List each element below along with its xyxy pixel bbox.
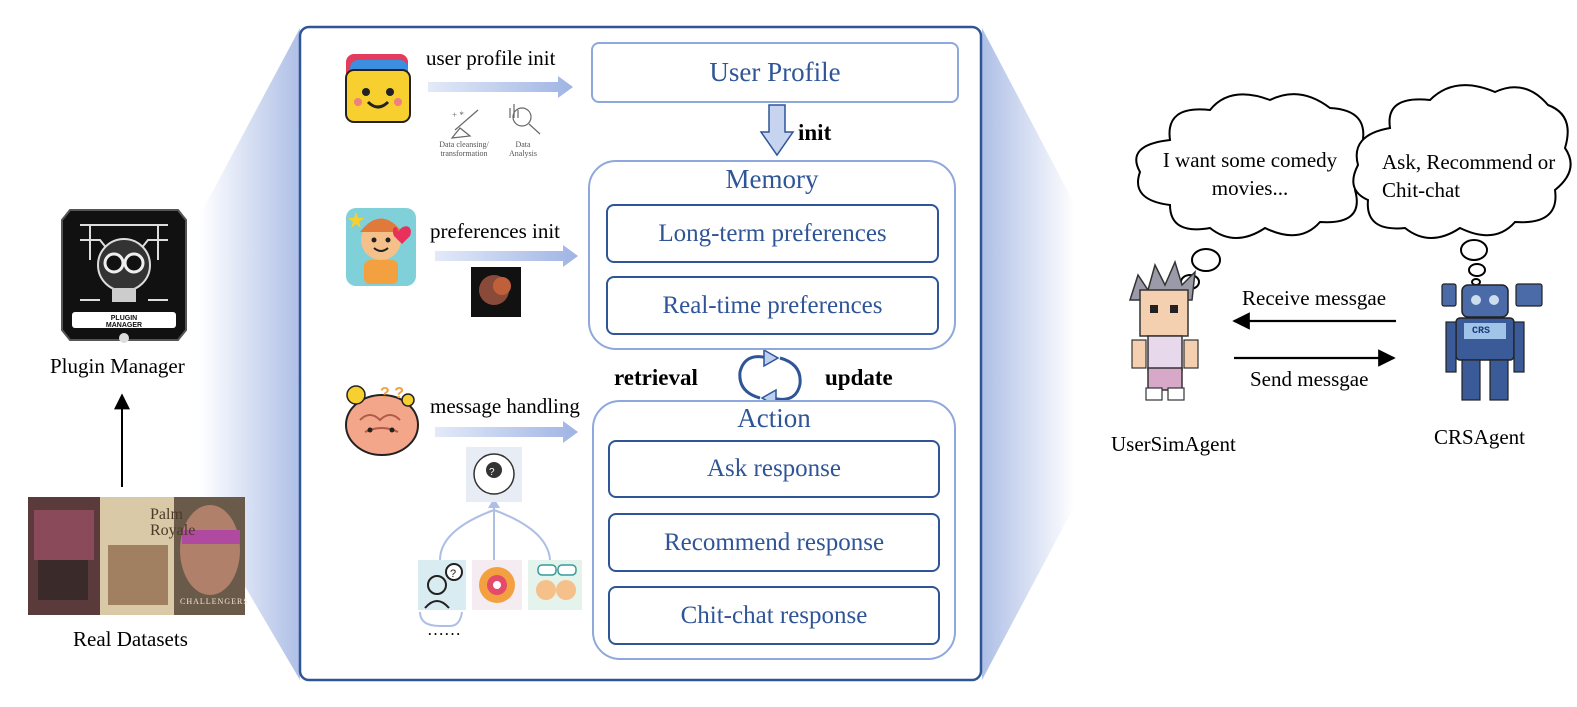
svg-text:?: ? <box>450 568 456 580</box>
robot-screen-text: CRS <box>1472 326 1491 337</box>
poster-title-challengers: CHALLENGERS <box>180 597 249 606</box>
user-profile-label: User Profile <box>709 57 841 87</box>
message-handling-thumbnail-image: ? <box>466 447 522 502</box>
update-label: update <box>825 365 893 390</box>
send-message-label: Send messgae <box>1250 367 1369 391</box>
init-label: init <box>798 120 832 145</box>
svg-text:? ?: ? ? <box>380 385 404 402</box>
poster-title-palm-royale: Palm Royale <box>150 506 196 539</box>
data-analysis-icon <box>509 104 541 135</box>
real-datasets-label: Real Datasets <box>73 627 188 651</box>
receive-message-label: Receive messgae <box>1242 286 1387 310</box>
retrieval-label: retrieval <box>614 365 698 390</box>
chit-chat-response-box: Chit-chat response <box>608 586 940 645</box>
real-time-preferences-box: Real-time preferences <box>606 276 939 335</box>
user-sim-agent-label: UserSimAgent <box>1111 432 1236 456</box>
crs-agent-label: CRSAgent <box>1434 425 1526 449</box>
brain-thinking-icon: ? ? <box>345 385 419 456</box>
data-analysis-label: Data Analysis <box>509 140 537 158</box>
svg-text:+ *: + * <box>452 110 464 120</box>
crs-robot-icon <box>1441 283 1543 401</box>
ask-avatar-icon: ? <box>418 560 466 610</box>
init-arrow <box>759 104 795 157</box>
arrow-preferences <box>435 245 578 267</box>
movie-posters-image <box>28 497 245 615</box>
arrow-message <box>435 421 578 443</box>
real-time-preferences-label: Real-time preferences <box>662 291 883 319</box>
chit-chat-avatars-icon <box>528 560 582 610</box>
plugin-manager-logo-text: PLUGIN MANAGER <box>105 315 143 329</box>
arrow-user-profile <box>428 76 573 98</box>
ask-response-box: Ask response <box>608 440 940 498</box>
plugin-manager-logo-icon <box>61 209 187 343</box>
recommend-response-label: Recommend response <box>663 528 885 556</box>
retrieval-update-cycle <box>738 355 769 400</box>
action-label: Action <box>737 403 811 433</box>
user-thought-text: I want some comedy movies... <box>1162 148 1338 200</box>
right-funnel <box>982 28 1075 680</box>
user-profile-init-label: user profile init <box>426 46 556 70</box>
crs-thought-text: Ask, Recommend or Chit-chat <box>1382 150 1556 202</box>
long-term-preferences-box: Long-term preferences <box>606 204 939 263</box>
user-sim-agent-character-icon <box>1128 259 1199 401</box>
ask-response-label: Ask response <box>706 455 841 482</box>
data-cleansing-label: Data cleansing/ transformation <box>439 140 489 158</box>
plugin-manager-label: Plugin Manager <box>50 354 185 378</box>
long-term-preferences-label: Long-term preferences <box>658 219 887 247</box>
crs-thought-cloud <box>1352 84 1572 286</box>
folder-smiley-icon <box>345 54 411 123</box>
message-handling-label: message handling <box>430 394 580 418</box>
cheerful-character-icon <box>346 208 416 286</box>
svg-text:?: ? <box>489 467 495 478</box>
recommend-response-box: Recommend response <box>608 513 940 572</box>
preferences-init-label: preferences init <box>430 219 561 243</box>
ellipsis-label: …… <box>427 620 461 639</box>
user-profile-box: User Profile <box>591 42 959 103</box>
recommend-gear-icon <box>472 560 522 610</box>
data-cleansing-icon: + * <box>450 109 479 139</box>
memory-label: Memory <box>725 164 819 194</box>
preferences-thumbnail-image <box>471 267 521 317</box>
chit-chat-response-label: Chit-chat response <box>680 601 868 629</box>
